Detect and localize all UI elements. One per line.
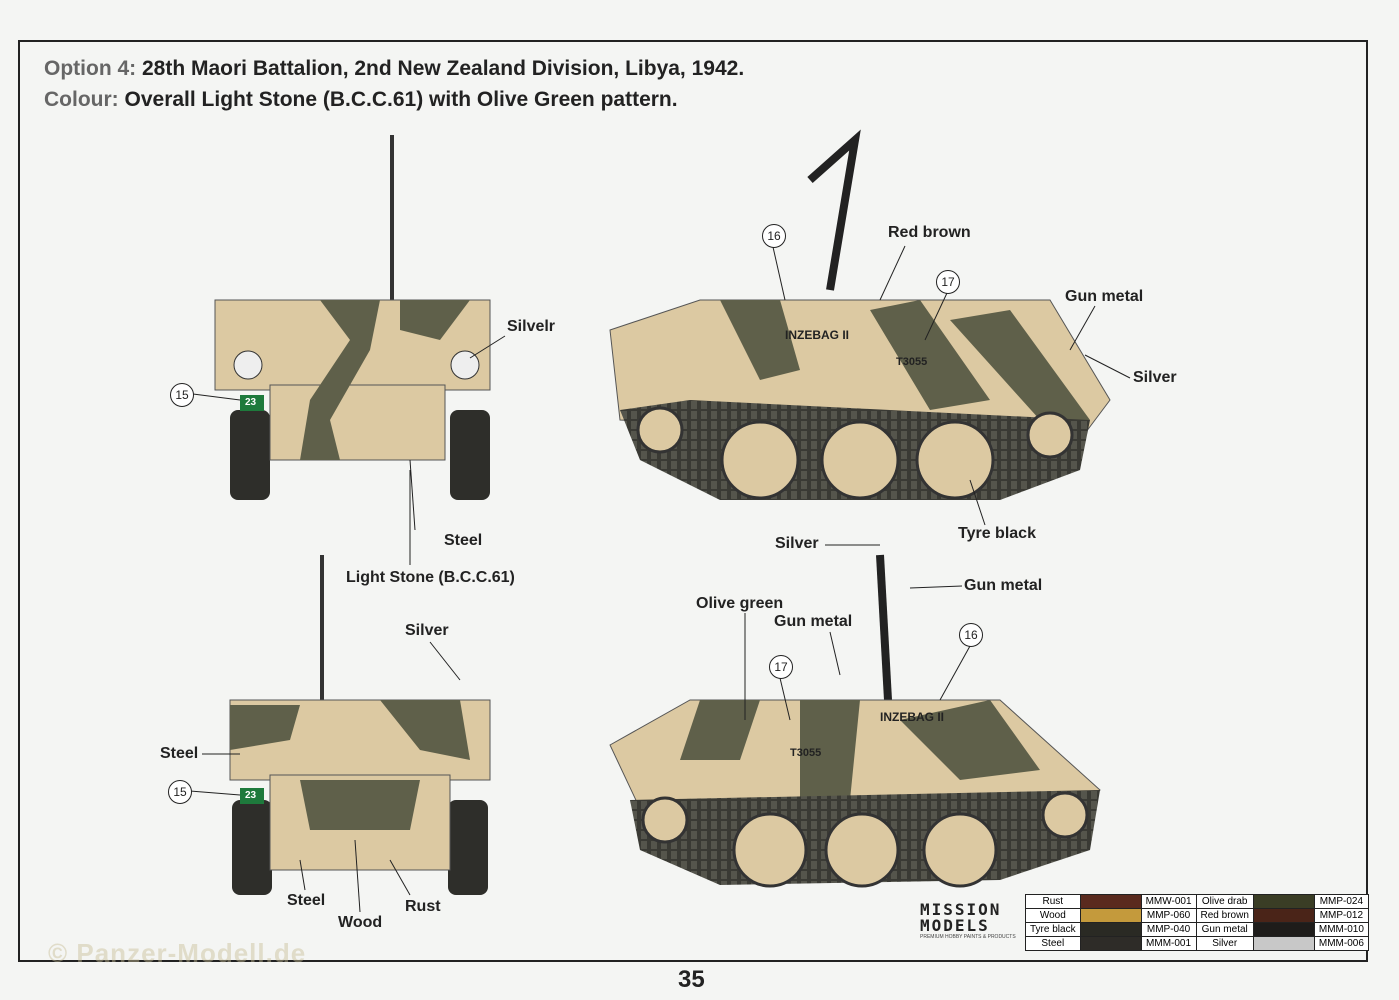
leader-line [879, 245, 906, 301]
leader-line [189, 790, 241, 796]
vehicle-name-marking: INZEBAG II [785, 328, 850, 342]
side-view-vehicle-bottom [609, 554, 1101, 888]
paint-label: Light Stone (B.C.C.61) [346, 569, 515, 586]
paint-label: Silver [405, 622, 449, 639]
page-number: 35 [678, 966, 705, 993]
unit-number-marking: 23 [245, 397, 257, 408]
paint-swatch [1252, 936, 1315, 951]
leader-line [299, 859, 306, 891]
paint-name: Rust [1025, 894, 1081, 909]
paint-code: MMP-024 [1313, 894, 1369, 909]
leader-line [969, 479, 986, 526]
paint-swatch [1079, 908, 1142, 923]
leader-line [469, 335, 506, 359]
paint-swatch [1079, 894, 1142, 909]
paint-label: Olive green [696, 595, 784, 612]
paint-name: Silver [1195, 936, 1254, 951]
paint-label: Steel [160, 745, 199, 762]
paint-swatch [1079, 922, 1142, 937]
paint-name: Wood [1025, 908, 1081, 923]
paint-code: MMW-001 [1140, 894, 1197, 909]
vehicle-serial-marking: T3055 [790, 747, 822, 759]
mission-models-logo: MISSION MODELS PREMIUM HOBBY PAINTS & PR… [920, 900, 1016, 941]
paint-label: Silvelr [507, 318, 556, 335]
paint-label: Gun metal [1065, 288, 1144, 305]
paint-name: Olive drab [1195, 894, 1254, 909]
decal-callout: 16 [762, 224, 786, 248]
leader-line [389, 859, 411, 896]
vehicle-serial-marking: T3055 [896, 356, 928, 368]
leader-line [939, 645, 971, 701]
paint-name: Gun metal [1195, 922, 1254, 937]
leader-line [1069, 305, 1096, 351]
paint-label: Gun metal [964, 577, 1043, 594]
paint-label: Red brown [888, 224, 971, 241]
paint-label: Gun metal [774, 613, 853, 630]
side-view-vehicle-top [609, 129, 1111, 500]
leader-line [409, 459, 416, 531]
unit-number-marking: 23 [245, 790, 257, 801]
rear-view-vehicle [214, 135, 491, 500]
paint-label: Wood [338, 914, 383, 931]
decal-callout: 17 [769, 655, 793, 679]
watermark: © Panzer-Modell.de [48, 938, 307, 968]
page-frame [18, 40, 1368, 962]
paint-label: Steel [444, 532, 483, 549]
colour-title: Colour: Overall Light Stone (B.C.C.61) w… [44, 88, 678, 111]
leader-line [924, 292, 948, 341]
leader-line [192, 393, 241, 401]
paint-code: MMM-010 [1313, 922, 1369, 937]
paint-label: Steel [287, 892, 326, 909]
paint-code: MMP-012 [1313, 908, 1369, 923]
paint-label: Tyre black [958, 525, 1036, 542]
paint-code: MMP-060 [1140, 908, 1197, 923]
option-title: Option 4: 28th Maori Battalion, 2nd New … [44, 57, 745, 80]
paint-name: Red brown [1195, 908, 1254, 923]
paint-label: Silver [1133, 369, 1177, 386]
leader-lines [189, 245, 1131, 913]
front-view-vehicle [229, 555, 491, 895]
decal-callout: 15 [170, 383, 194, 407]
paint-swatch [1252, 894, 1315, 909]
leader-line [1084, 354, 1131, 379]
leader-line [829, 631, 841, 676]
paint-swatch [1079, 936, 1142, 951]
paint-label: Silver [775, 535, 819, 552]
paint-code: MMM-001 [1140, 936, 1197, 951]
leader-line [772, 246, 786, 301]
paint-swatch [1252, 922, 1315, 937]
paint-code: MMM-006 [1313, 936, 1369, 951]
leader-line [909, 585, 963, 589]
decal-callout: 17 [936, 270, 960, 294]
paint-label: Rust [405, 898, 441, 915]
leader-line [354, 839, 361, 913]
paint-code: MMP-040 [1140, 922, 1197, 937]
paint-name: Steel [1025, 936, 1081, 951]
decal-callout: 16 [959, 623, 983, 647]
paint-name: Tyre black [1025, 922, 1081, 937]
decal-callout: 15 [168, 780, 192, 804]
vehicle-name-marking: INZEBAG II [880, 710, 945, 724]
leader-line [429, 641, 461, 681]
paint-swatch [1252, 908, 1315, 923]
leader-line [779, 677, 791, 721]
